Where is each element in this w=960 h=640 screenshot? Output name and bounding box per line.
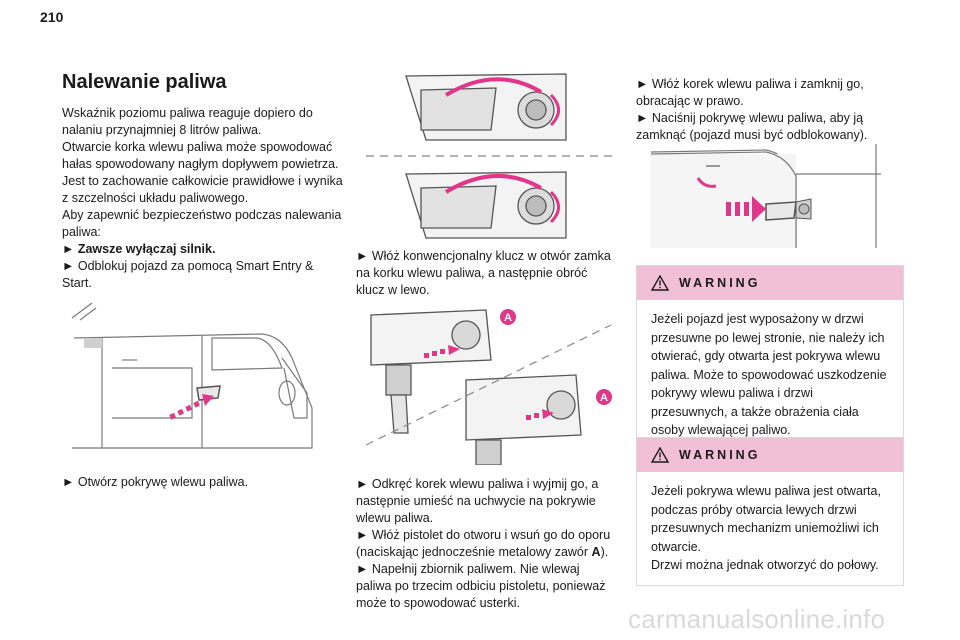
close-flap-illustration — [646, 144, 886, 248]
step-fill-tank: ► Napełnij zbiornik paliwem. Nie wlewaj … — [356, 562, 606, 610]
caption-insert-key: ► Włóż konwencjonalny klucz w otwór zamk… — [356, 249, 611, 297]
caption-open-flap: ► Otwórz pokrywę wlewu paliwa. — [62, 475, 249, 489]
page-title: Nalewanie paliwa — [62, 71, 227, 93]
cap-removal-illustration: A A — [366, 305, 616, 465]
warning-box-door-lock: WARNING Jeżeli pokrywa wlewu paliwa jest… — [636, 437, 904, 586]
intro-fuel-gauge: Wskaźnik poziomu paliwa reaguje dopiero … — [62, 106, 313, 137]
step-press-flap: ► Naciśnij pokrywę wlewu paliwa, aby ją … — [636, 111, 868, 142]
warning-header: WARNING — [637, 438, 903, 472]
step-close-cap: ► Włóż korek wlewu paliwa i zamknij go, … — [636, 77, 864, 108]
warning-triangle-icon — [651, 447, 669, 463]
intro-safety: Aby zapewnić bezpieczeństwo podczas nale… — [62, 208, 342, 239]
warning-title: WARNING — [679, 276, 761, 290]
warning-text: Jeżeli pojazd jest wyposażony w drzwi pr… — [651, 312, 887, 437]
warning-triangle-icon — [651, 275, 669, 291]
step-engine-off: ► Zawsze wyłączaj silnik. — [62, 242, 216, 256]
intro-noise: Otwarcie korka wlewu paliwa może spowodo… — [62, 140, 343, 205]
step-unlock: ► Odblokuj pojazd za pomocą Smart Entry … — [62, 259, 314, 290]
step-remove-cap: ► Odkręć korek wlewu paliwa i wyjmij go,… — [356, 477, 599, 525]
page-number: 210 — [40, 9, 64, 25]
van-fuel-flap-illustration — [62, 298, 322, 458]
label-a-top: A — [504, 312, 512, 324]
warning-title: WARNING — [679, 448, 761, 462]
warning-box-sliding-door: WARNING Jeżeli pojazd jest wyposażony w … — [636, 265, 904, 451]
warning-header: WARNING — [637, 266, 903, 300]
step-insert-pistol: ► Włóż pistolet do otworu i wsuń go do o… — [356, 528, 611, 559]
watermark: carmanualsonline.info — [628, 604, 886, 634]
label-a-bottom: A — [600, 392, 608, 404]
column-middle-steps: ► Odkręć korek wlewu paliwa i wyjmij go,… — [356, 476, 618, 612]
column-left: Nalewanie paliwa Wskaźnik poziomu paliwa… — [62, 70, 344, 292]
warning-text: Jeżeli pokrywa wlewu paliwa jest otwarta… — [651, 484, 881, 572]
column-right-steps: ► Włóż korek wlewu paliwa i zamknij go, … — [636, 76, 902, 144]
key-unlock-illustration — [366, 70, 616, 240]
